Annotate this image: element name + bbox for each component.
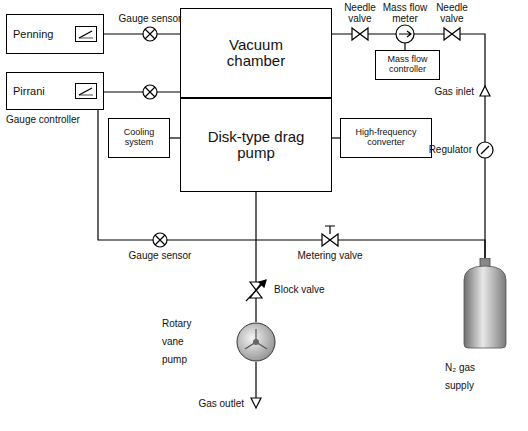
gauge-sensor bbox=[143, 27, 157, 41]
mass-flow-meter-symbol bbox=[399, 31, 411, 37]
node-text: Disk-type drag pump bbox=[206, 129, 306, 162]
metering-valve-symbol bbox=[322, 226, 338, 246]
gauge-sensor bbox=[145, 29, 155, 39]
gauge-display-icon bbox=[79, 38, 93, 39]
pipe-connector bbox=[104, 91, 180, 92]
part-label: Needle valve bbox=[430, 2, 474, 24]
needle-valve-symbol bbox=[352, 28, 368, 40]
gauge-sensor bbox=[153, 233, 167, 247]
needle-valve-symbol bbox=[444, 28, 460, 40]
part-label: Gas outlet bbox=[182, 398, 244, 409]
regulator-gauge bbox=[477, 142, 493, 158]
part-label: Gauge sensor bbox=[128, 250, 192, 261]
gauge-display-icon bbox=[76, 27, 97, 42]
chamber-box: Vacuum chamber bbox=[180, 8, 332, 98]
gas-outlet-arrow bbox=[255, 362, 256, 398]
rotary-pump-symbol bbox=[245, 329, 267, 349]
cooling-box: Cooling system bbox=[108, 118, 170, 158]
metering-valve-symbol bbox=[322, 234, 338, 246]
regulator-gauge bbox=[477, 142, 493, 158]
mass-flow-meter-symbol bbox=[396, 25, 414, 43]
pipe-connector bbox=[255, 192, 256, 322]
node-text: Vacuum chamber bbox=[206, 37, 306, 70]
metering-valve-symbol bbox=[325, 226, 335, 234]
regulator-gauge bbox=[481, 146, 489, 154]
needle-valve-symbol bbox=[352, 28, 368, 40]
controller-box: Mass flow controller bbox=[375, 50, 440, 80]
node-text: High-frequency converter bbox=[351, 128, 421, 148]
gas-cylinder-symbol bbox=[460, 258, 510, 350]
part-label: Block valve bbox=[274, 284, 344, 295]
node-label: Rotary vane pump bbox=[162, 318, 191, 365]
pipe-connector bbox=[104, 33, 180, 34]
gas-outlet-arrow bbox=[251, 362, 261, 408]
rotary-pump-symbol bbox=[237, 323, 275, 361]
gauge-display-icon bbox=[79, 88, 92, 95]
gauge-sensor bbox=[143, 85, 157, 99]
part-label: Gas inlet bbox=[428, 86, 474, 97]
pipe-connector bbox=[332, 137, 340, 138]
converter-box: High-frequency converter bbox=[340, 118, 432, 158]
gauge-sensor bbox=[155, 235, 165, 245]
node-text: Mass flow controller bbox=[383, 55, 433, 75]
gauge-sensor bbox=[143, 85, 157, 99]
node-text: Pirrani bbox=[13, 85, 45, 97]
part-label: Gauge sensor bbox=[118, 13, 182, 24]
gauge-controller-box: Penning bbox=[6, 14, 104, 54]
gas-cylinder-symbol bbox=[464, 266, 506, 348]
part-label: Gauge controller bbox=[6, 114, 96, 125]
node-label: N₂ gas supply bbox=[445, 362, 475, 391]
node-text: Penning bbox=[13, 28, 53, 40]
mass-flow-meter-symbol bbox=[396, 25, 414, 50]
pump-box: Disk-type drag pump bbox=[180, 98, 332, 192]
part-label: Metering valve bbox=[295, 250, 365, 261]
node-text: Cooling system bbox=[114, 128, 164, 148]
needle-valve-symbol bbox=[444, 28, 460, 40]
gauge-display-icon bbox=[79, 95, 93, 96]
rotary-pump-symbol bbox=[236, 322, 276, 362]
block-valve-symbol bbox=[246, 280, 266, 301]
gauge-display-icon bbox=[75, 83, 97, 99]
gauge-display-icon bbox=[75, 26, 97, 42]
part-label: Regulator bbox=[418, 144, 472, 155]
gauge-sensor bbox=[145, 87, 155, 97]
pipe-connector bbox=[170, 137, 180, 138]
pipe-connector bbox=[332, 34, 485, 258]
gauge-sensor bbox=[143, 27, 157, 41]
gas-inlet-arrow bbox=[480, 86, 490, 96]
gauge-sensor bbox=[153, 233, 167, 247]
gauge-display-icon bbox=[76, 84, 97, 99]
part-label: Mass flow meter bbox=[381, 2, 429, 24]
rotary-pump: Rotary vane pump bbox=[236, 322, 276, 362]
gas-inlet-arrow bbox=[480, 86, 490, 96]
gas-cylinder: N₂ gas supply bbox=[460, 258, 510, 350]
gauge-display-icon bbox=[79, 31, 92, 38]
rotary-pump-symbol bbox=[253, 339, 259, 345]
block-valve-symbol bbox=[246, 280, 266, 301]
gas-outlet-arrow bbox=[251, 398, 261, 408]
block-valve-symbol bbox=[259, 280, 266, 287]
part-label: Needle valve bbox=[338, 2, 382, 24]
mass-flow-meter-symbol bbox=[404, 43, 405, 50]
gauge-controller-box: Pirrani bbox=[6, 72, 104, 110]
